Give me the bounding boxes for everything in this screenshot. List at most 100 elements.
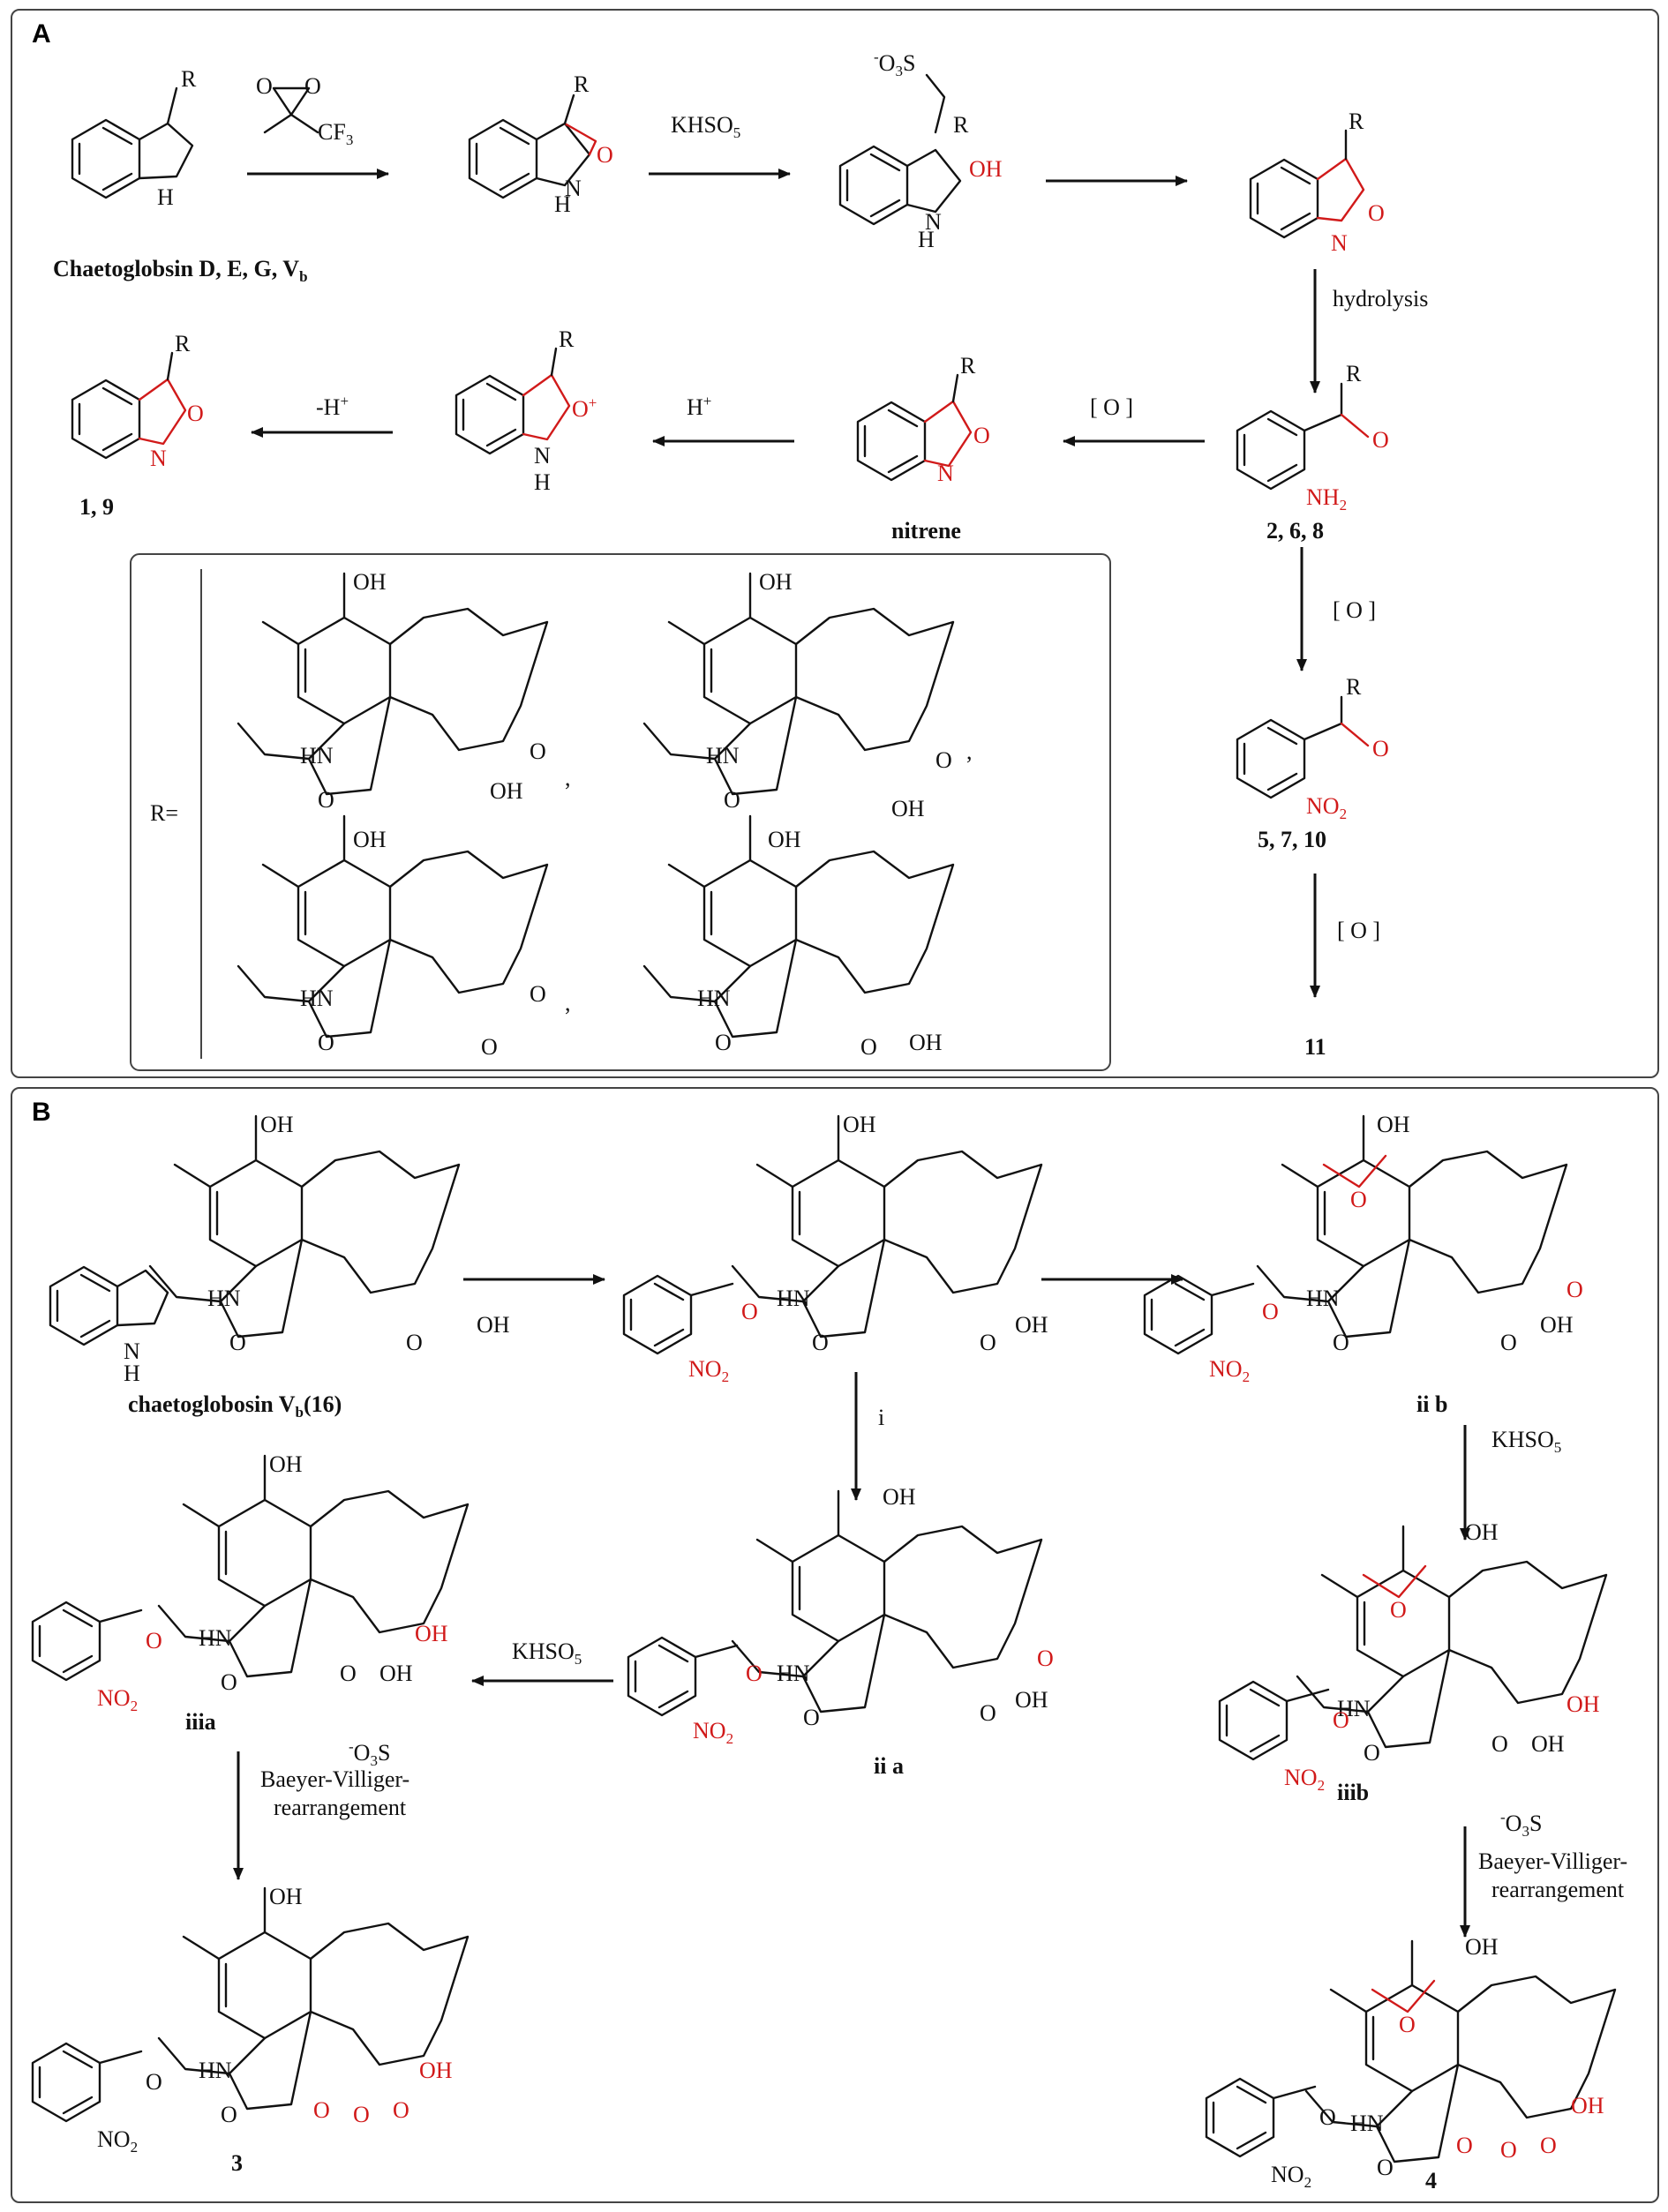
no2-b4: NO2 [97, 1685, 138, 1714]
svg-text:HN: HN [300, 986, 334, 1011]
svg-text:H: H [554, 191, 571, 217]
no2-b7: NO2 [1271, 2162, 1311, 2191]
svg-text:R: R [559, 326, 575, 352]
svg-text:O: O [221, 1669, 237, 1695]
minus-h-plus-label: -H+ [316, 393, 349, 420]
svg-text:OH: OH [909, 1030, 943, 1055]
svg-text:N: N [565, 176, 582, 201]
sulfate-b2: -O3S [1500, 1809, 1542, 1840]
svg-text:O: O [1399, 2012, 1416, 2037]
svg-text:HN: HN [697, 986, 731, 1011]
svg-text:OH: OH [1015, 1687, 1048, 1713]
sulfate-label: -O3S [874, 49, 915, 79]
svg-text:O: O [973, 423, 990, 448]
nh-h-label: H [157, 184, 174, 210]
svg-text:R: R [574, 71, 590, 97]
svg-text:O: O [1333, 1707, 1349, 1733]
svg-text:O: O [146, 1628, 162, 1653]
product-3-label: 3 [231, 2150, 243, 2176]
svg-text:O: O [313, 2097, 330, 2123]
svg-text:OH: OH [477, 1312, 510, 1338]
svg-text:OH: OH [1567, 1691, 1600, 1717]
r-sep-3: , [565, 990, 571, 1016]
svg-text:R: R [1346, 674, 1362, 700]
svg-text:O: O [256, 73, 273, 99]
svg-text:O: O [1319, 2104, 1336, 2130]
svg-text:HN: HN [199, 2058, 232, 2083]
benzisoxazolium-structure: R O+ N H [455, 326, 597, 495]
svg-text:R: R [953, 112, 969, 138]
svg-text:OH: OH [1377, 1112, 1410, 1137]
iia-structure: OH HN O O OH O O NO2 [627, 1484, 1054, 1747]
svg-text:R: R [1349, 109, 1364, 134]
nh2-label: NH2 [1306, 484, 1347, 514]
svg-text:O: O [1372, 427, 1389, 453]
svg-text:OH: OH [269, 1451, 303, 1477]
svg-text:O: O [393, 2097, 409, 2123]
svg-text:OH: OH [269, 1884, 303, 1909]
aminoketone-structure: R O NH2 [1236, 361, 1389, 514]
iib-structure: O OH HN O O OH O O NO2 [1143, 1112, 1583, 1385]
svg-text:O: O [1500, 2137, 1517, 2163]
oxidation-label-3: [ O ] [1337, 918, 1380, 943]
nitroketone-structure: R O NO2 [1236, 674, 1389, 822]
hydrolysis-label: hydrolysis [1333, 286, 1428, 311]
svg-text:O: O [935, 747, 952, 773]
bv-label-b1: Baeyer-Villiger- [1478, 1848, 1627, 1874]
bv-label-b2: rearrangement [1491, 1877, 1625, 1902]
svg-text:OH: OH [1531, 1731, 1565, 1757]
no2-label: NO2 [1306, 793, 1347, 822]
svg-text:OH: OH [353, 569, 387, 595]
iiib-structure: O OH HN O O OH OH -O3S O NO2 [1218, 1519, 1608, 1840]
svg-text:O: O [530, 739, 546, 764]
svg-text:O: O [1500, 1330, 1517, 1355]
svg-text:OH: OH [353, 827, 387, 852]
r-group-4: OH HN O O OH [642, 814, 955, 1060]
svg-text:O: O [1567, 1277, 1583, 1302]
product-4-structure: O OH HN O O O O OH O NO2 [1205, 1934, 1617, 2191]
product-11: 11 [1304, 1034, 1326, 1060]
svg-text:O: O [1540, 2133, 1557, 2158]
svg-text:O: O [860, 1034, 877, 1060]
svg-text:O: O [187, 401, 204, 426]
svg-text:O: O [1333, 1330, 1349, 1355]
svg-text:HN: HN [1350, 2111, 1384, 2136]
sulfate-b1: -O3S [349, 1738, 390, 1769]
svg-text:O: O [1390, 1597, 1407, 1623]
svg-text:N: N [124, 1338, 140, 1364]
start-compound-label: Chaetoglobsin D, E, G, Vb [53, 256, 308, 285]
svg-text:O: O [724, 787, 740, 813]
step-iib-label: ii b [1416, 1391, 1447, 1417]
r-group-1: OH HN O OH O [237, 569, 549, 813]
svg-text:HN: HN [199, 1625, 232, 1651]
svg-text:H: H [124, 1361, 140, 1386]
svg-text:O: O [530, 981, 546, 1007]
svg-text:N: N [937, 461, 954, 486]
khso5-label-b1: KHSO5 [512, 1638, 582, 1668]
r-equals-label: R= [150, 800, 178, 826]
svg-text:O: O [146, 2069, 162, 2095]
svg-text:O: O [1377, 2155, 1394, 2180]
svg-text:O: O [229, 1330, 246, 1355]
r-group-box [130, 553, 1111, 1071]
svg-text:O: O [1350, 1187, 1367, 1212]
nitro-intermediate-structure: OH HN O O OH O NO2 [622, 1112, 1048, 1385]
svg-text:OH: OH [768, 827, 801, 852]
svg-text:OH: OH [883, 1484, 916, 1510]
svg-text:O: O [741, 1299, 758, 1324]
no2-b2: NO2 [1209, 1356, 1250, 1385]
svg-text:OH: OH [1465, 1519, 1499, 1545]
chaetoglobosin-vb-structure: OH HN O O OH N H [49, 1112, 510, 1386]
svg-text:HN: HN [300, 743, 334, 769]
svg-text:O: O [1262, 1299, 1279, 1324]
svg-text:O: O [980, 1700, 996, 1726]
svg-text:O: O [1456, 2133, 1473, 2158]
products-1-9: 1, 9 [79, 494, 114, 520]
panel-b-frame [11, 1087, 1659, 2203]
svg-text:HN: HN [207, 1286, 241, 1311]
svg-text:N: N [150, 446, 167, 471]
panel-a-frame [11, 9, 1659, 1078]
no2-b1: NO2 [688, 1356, 729, 1385]
svg-text:OH: OH [1540, 1312, 1574, 1338]
